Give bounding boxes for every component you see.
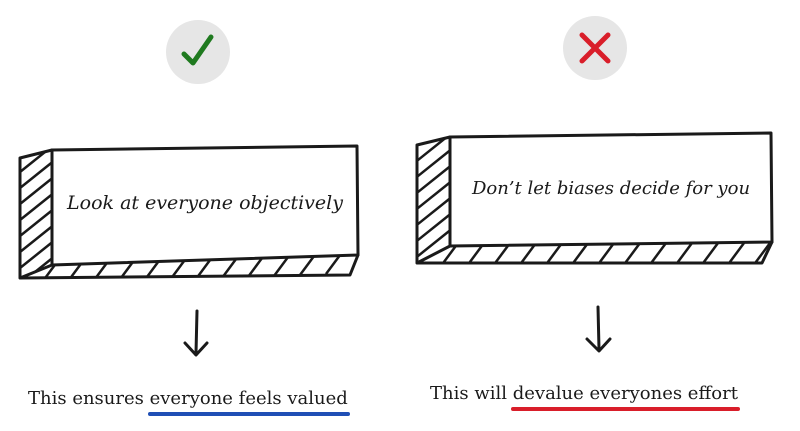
result-caption: This will devalue everyones effort — [430, 383, 740, 411]
sketch-box — [18, 144, 360, 280]
do-panel: Look at everyone objectively This ensure… — [18, 20, 360, 416]
cross-icon — [579, 32, 611, 64]
sketch-box — [415, 131, 774, 265]
cross-badge — [563, 16, 627, 80]
box-label: Look at everyone objectively — [67, 192, 343, 214]
caption-emphasis: devalue everyones effort — [510, 383, 740, 411]
caption-prefix: This will — [430, 383, 513, 404]
result-caption: This ensures everyone feels valued — [28, 388, 350, 416]
check-badge — [166, 20, 230, 84]
blue-underline — [147, 412, 350, 416]
red-underline — [510, 407, 740, 411]
check-icon — [181, 34, 214, 66]
down-arrow-icon — [585, 305, 612, 353]
box-label: Don’t let biases decide for you — [471, 178, 751, 199]
caption-prefix: This ensures — [28, 388, 150, 409]
down-arrow-icon — [183, 309, 209, 357]
caption-emphasis: everyone feels valued — [147, 388, 350, 416]
dont-panel: Don’t let biases decide for you This wil… — [400, 0, 800, 431]
